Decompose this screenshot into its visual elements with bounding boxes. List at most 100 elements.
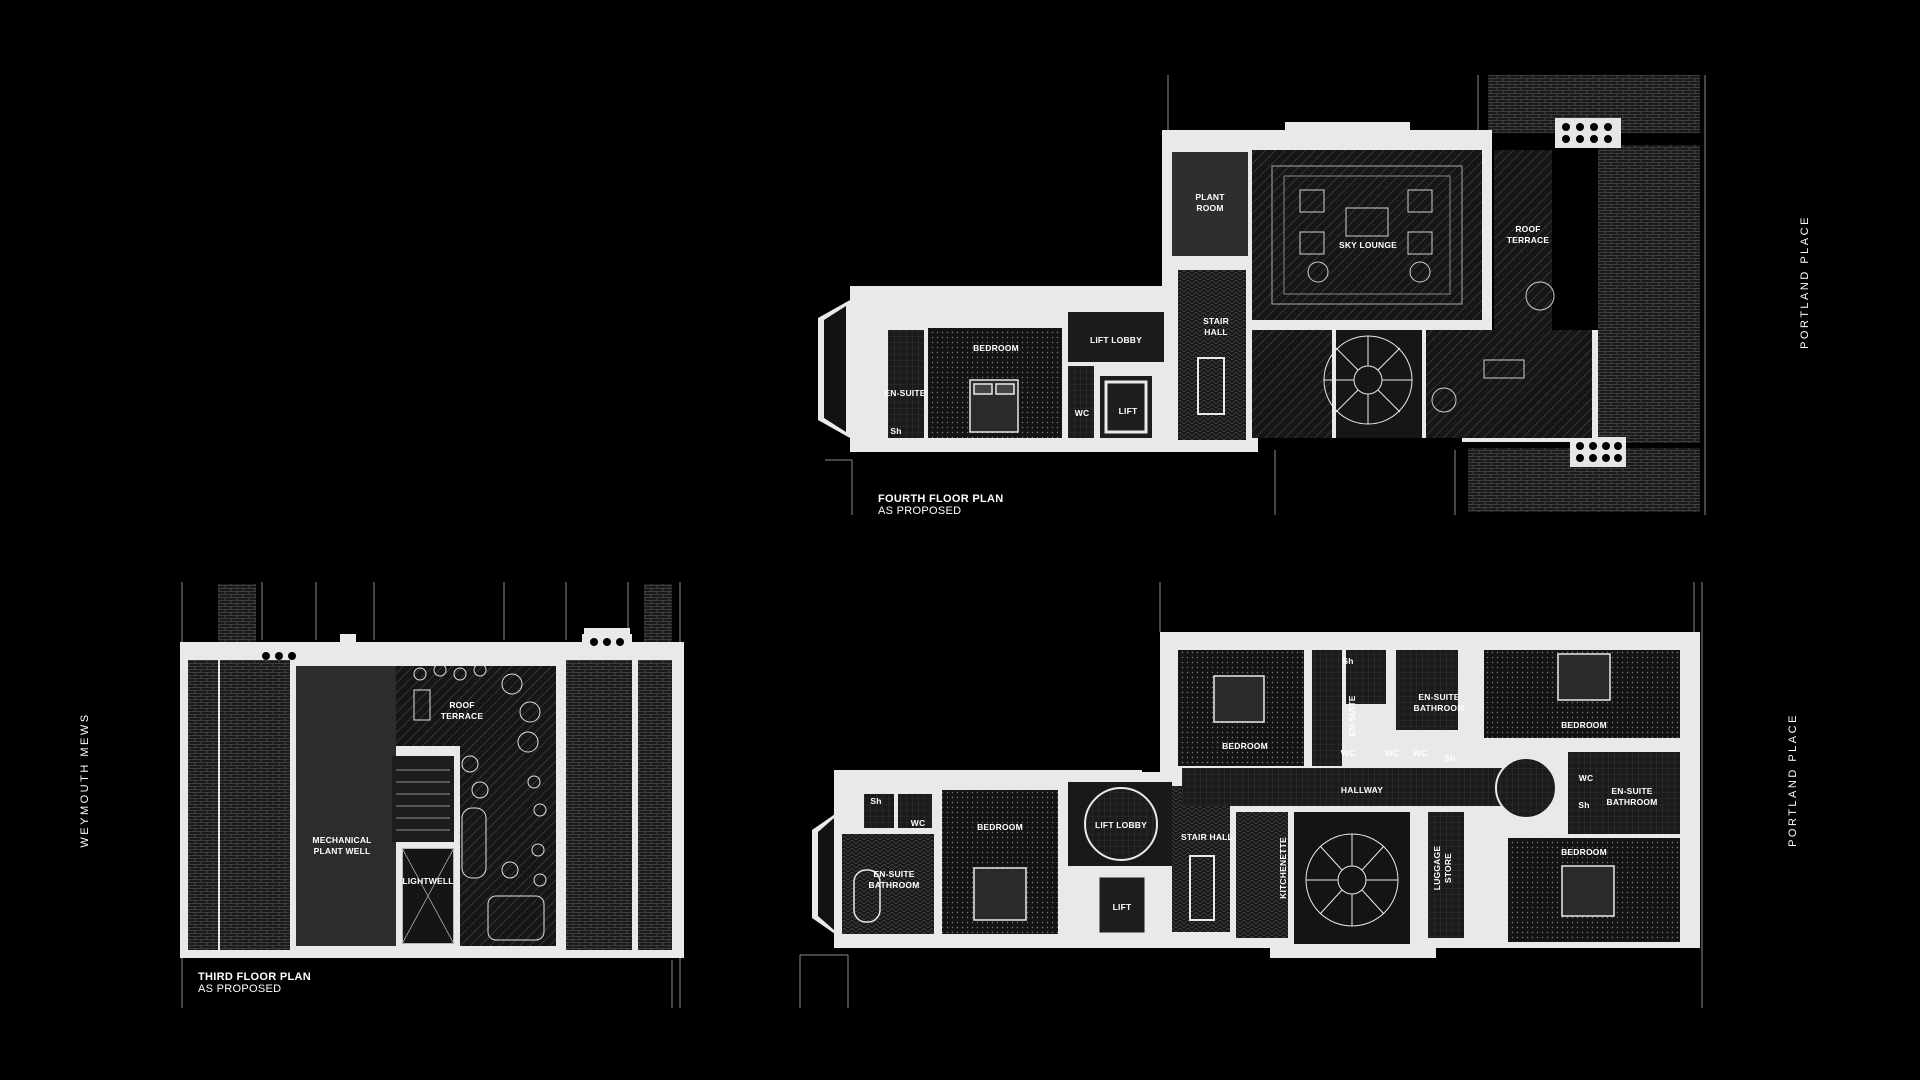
neighbour-roof	[218, 584, 256, 644]
chimney-pots	[1576, 442, 1622, 462]
room-label: KITCHENETTE	[1278, 837, 1288, 899]
room-label: BATHROOM	[868, 880, 919, 890]
sky-lounge-rug-inner	[1283, 175, 1451, 295]
plan-title: FOURTH FLOOR PLAN	[878, 493, 1003, 505]
plan-subtitle: AS PROPOSED	[198, 983, 281, 995]
bedroom-floor-labels: BEDROOM EN-SUITE EN-SUITE BATHROOM BEDRO…	[868, 656, 1657, 912]
room-label: BEDROOM	[1561, 847, 1607, 857]
street-label-portland-place: PORTLAND PLACE	[1787, 713, 1799, 847]
street-label-weymouth-mews: WEYMOUTH MEWS	[79, 712, 91, 847]
en-suite-bathroom-right-floor	[1568, 752, 1680, 834]
en-suite-bathroom-floor	[1346, 650, 1386, 704]
third-floor-plan: ROOF TERRACE MECHANICAL PLANT WELL LIGHT…	[180, 582, 684, 1008]
fourth-floor-plan: PLANT ROOM SKY LOUNGE ROOF TERRACE STAIR…	[818, 75, 1706, 517]
mechanical-plant-well	[296, 666, 396, 946]
room-label: MECHANICAL	[312, 835, 371, 845]
room-label: WC	[1413, 748, 1428, 758]
room-label: TERRACE	[441, 711, 484, 721]
room-label: HALL	[1204, 327, 1227, 337]
room-label: BEDROOM	[1222, 741, 1268, 751]
room-label: STORE	[1443, 853, 1453, 883]
lift-floor	[1100, 376, 1152, 438]
bay-window-inner	[818, 818, 834, 930]
chimney-stack	[1555, 118, 1621, 148]
plant-room-floor	[1172, 152, 1248, 256]
shower-floor	[864, 794, 894, 828]
room-label: WC	[1075, 408, 1090, 418]
room-label: Sh	[1578, 800, 1589, 810]
third-floor-caption: THIRD FLOOR PLAN AS PROPOSED	[198, 971, 311, 995]
roof-terrace-floor	[460, 746, 556, 946]
room-label: Sh	[1342, 656, 1353, 666]
en-suite-floor	[1312, 650, 1342, 766]
room-label: LIGHTWELL	[402, 876, 453, 886]
room-label: HALLWAY	[1341, 785, 1383, 795]
stair-hall-floor	[1178, 270, 1246, 440]
bed	[969, 379, 1019, 433]
room-label: EN-SUITE	[1347, 695, 1357, 736]
bedroom-floor-plan: BEDROOM EN-SUITE EN-SUITE BATHROOM BEDRO…	[799, 582, 1703, 1008]
room-label: BEDROOM	[973, 343, 1019, 353]
stair-treads	[396, 769, 450, 831]
parapet	[638, 660, 672, 950]
site-lines	[825, 75, 1706, 515]
bedroom-floor-rooms	[842, 650, 1680, 944]
room-label: STAIR	[1203, 316, 1229, 326]
room-label: BATHROOM	[1606, 797, 1657, 807]
stair-hall-floor	[1172, 786, 1230, 932]
parapet	[188, 660, 218, 950]
chimney-pots	[1562, 123, 1612, 143]
hall-rotunda	[1495, 757, 1557, 819]
room-label: ROOF	[1515, 224, 1540, 234]
room-label: BATHROOM	[1413, 703, 1464, 713]
room-label: ROOF	[449, 700, 474, 710]
room-label: PLANT WELL	[314, 846, 371, 856]
site-lines	[799, 582, 1703, 1008]
wc-floor	[1068, 366, 1094, 438]
fourth-floor-labels: PLANT ROOM SKY LOUNGE ROOF TERRACE STAIR…	[884, 192, 1549, 436]
third-floor-labels: ROOF TERRACE MECHANICAL PLANT WELL LIGHT…	[312, 700, 483, 886]
stair	[392, 756, 454, 842]
room-label: LIFT	[1113, 902, 1132, 912]
neighbour-roof	[644, 584, 672, 644]
room-label: Sh	[870, 796, 881, 806]
room-label: WC	[1385, 748, 1400, 758]
lift	[1096, 874, 1148, 936]
terrace-planting	[413, 663, 547, 941]
room-label: LIFT	[1119, 406, 1138, 416]
room-label: LIFT LOBBY	[1090, 335, 1142, 345]
plan-title: THIRD FLOOR PLAN	[198, 971, 311, 983]
sky-lounge-rug	[1271, 165, 1463, 305]
kitchenette-floor	[1236, 812, 1288, 938]
room-label: EN-SUITE	[1418, 692, 1459, 702]
room-label: ROOM	[1196, 203, 1223, 213]
stair-core	[1189, 855, 1215, 921]
en-suite-bathroom-floor	[1396, 650, 1458, 730]
roof-terrace-upper	[1494, 150, 1552, 330]
room-label: EN-SUITE	[884, 388, 925, 398]
lift-lobby-floor	[1068, 312, 1164, 362]
luggage-store-floor	[1428, 812, 1464, 938]
room-label: Sh	[1444, 753, 1455, 763]
beds	[973, 653, 1615, 921]
spiral-stair	[1305, 833, 1399, 927]
room-label: BEDROOM	[1561, 720, 1607, 730]
room-label: BEDROOM	[977, 822, 1023, 832]
roof-terrace-floor	[396, 666, 556, 746]
room-label: WC	[911, 818, 926, 828]
lift-car	[1104, 380, 1148, 434]
sky-lounge-floor	[1252, 150, 1482, 320]
stair-core	[1197, 357, 1225, 415]
room-label: Sh	[890, 426, 901, 436]
lightwell-cross	[401, 847, 455, 945]
room-label: SKY LOUNGE	[1339, 240, 1397, 250]
plan-subtitle: AS PROPOSED	[878, 505, 961, 517]
chimney-pots	[254, 628, 630, 666]
room-label: LUGGAGE	[1432, 846, 1442, 891]
lounge-furniture	[1299, 189, 1555, 413]
street-label-portland-place: PORTLAND PLACE	[1799, 215, 1811, 349]
bay-window-inner	[824, 306, 846, 432]
neighbour-roof	[1598, 145, 1700, 443]
roof-slope	[566, 660, 632, 950]
